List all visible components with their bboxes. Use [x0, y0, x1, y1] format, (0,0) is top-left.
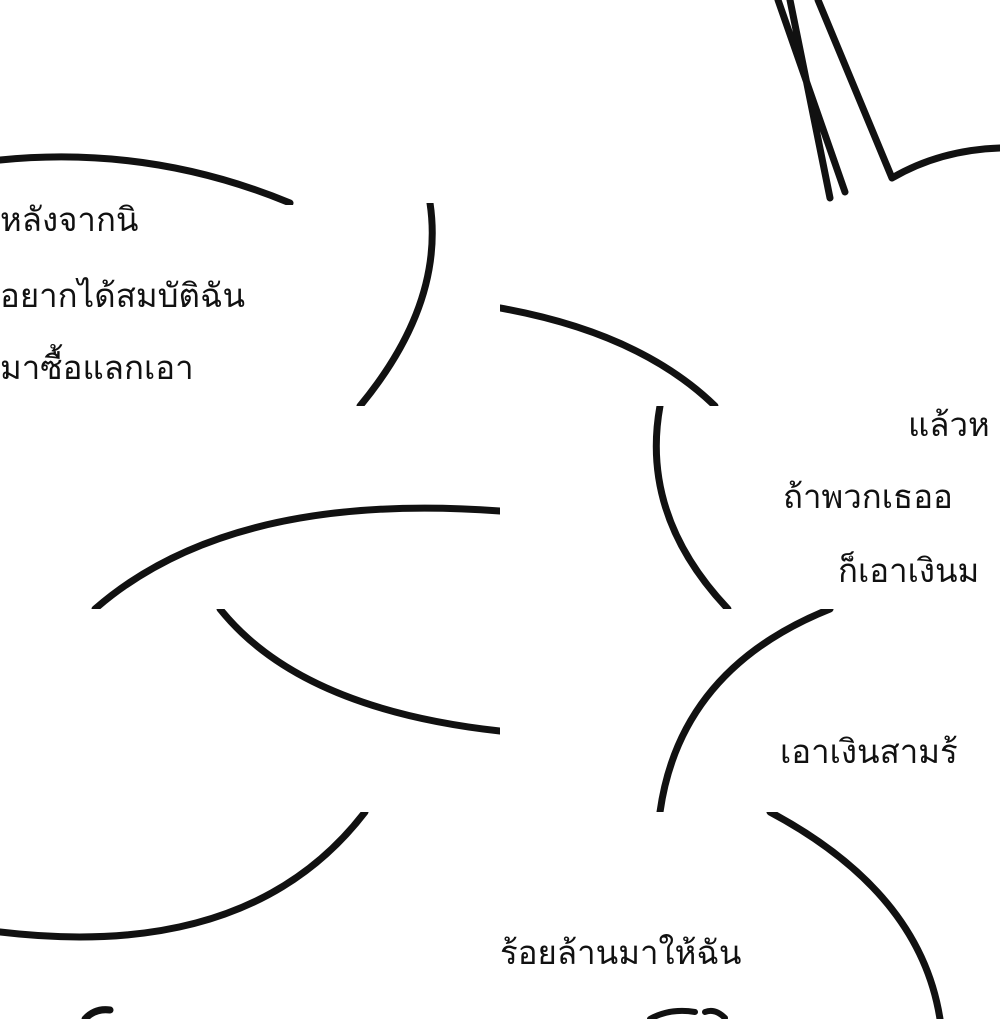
right-bubble-upper-outline [652, 406, 732, 609]
bubble-text-line: แล้วห [908, 406, 990, 444]
bubble-arc-outline [500, 304, 719, 406]
panel-tile-r4c1: ร้อยล้านมาให้ฉัน [500, 812, 1000, 1019]
bottom-bubble-outline [647, 812, 944, 1019]
panel-tile-r2c0 [0, 406, 500, 609]
bubble-arc-outline [0, 812, 369, 1019]
bubble-text-line: ร้อยล้านมาให้ฉัน [500, 933, 742, 972]
panel-tile-r3c0 [0, 609, 500, 812]
bubble-text-line: เอาเงินสามร้ [780, 732, 958, 771]
panel-tile-r1c0: หลังจากนิ อยากได้สมบัติฉัน มาซื้อแลกเอา [0, 203, 500, 406]
right-bubble-lower-outline [656, 609, 834, 812]
panel-tile-r0c1 [500, 0, 1000, 203]
panel-tile-r3c1: เอาเงินสามร้ [500, 609, 1000, 812]
bubble-text-line: อยากได้สมบัติฉัน [0, 276, 246, 315]
bubble-text-line: มาซื้อแลกเอา [0, 348, 194, 387]
bubble-text-line: ถ้าพวกเธออ [783, 477, 953, 516]
bubble-text-line: ก็เอาเงินม [838, 551, 980, 590]
panel-tile-r2c1: แล้วห ถ้าพวกเธออ ก็เอาเงินม [500, 406, 1000, 609]
panel-tile-r0c0 [0, 0, 500, 203]
left-bubble-top-outline [0, 153, 294, 205]
bubble-text-line: หลังจากนิ [0, 203, 139, 239]
bubble-arc-outline [91, 504, 500, 609]
left-bubble-outline [356, 203, 436, 406]
bubble-arc-outline [216, 609, 500, 735]
bubble-tail-outline [774, 0, 1000, 202]
panel-tile-r1c1 [500, 203, 1000, 406]
panel-tile-r4c0 [0, 812, 500, 1019]
